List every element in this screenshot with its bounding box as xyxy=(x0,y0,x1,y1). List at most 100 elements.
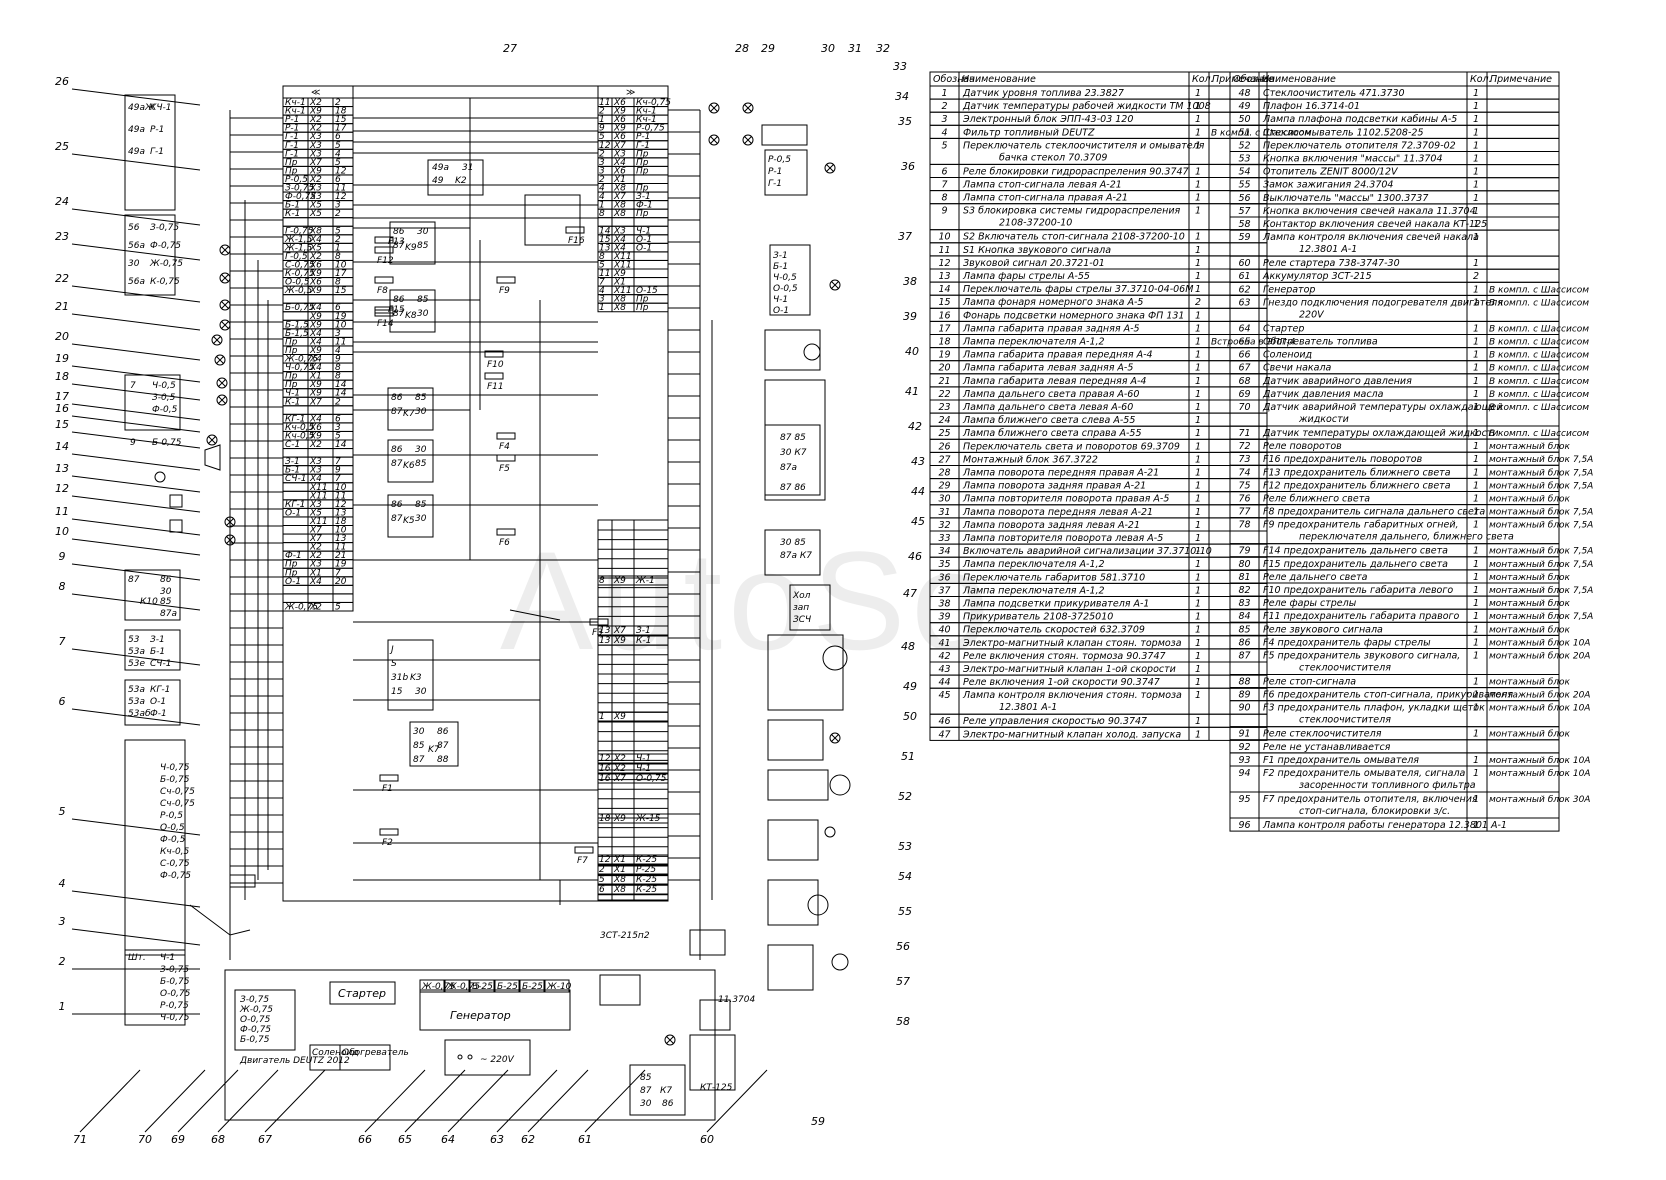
pin-number: 15 xyxy=(335,115,347,125)
lamp-icon xyxy=(742,102,754,114)
row-note: монтажный блок 7,5А xyxy=(1489,468,1593,478)
connector-id: X9 xyxy=(309,286,322,296)
pin-number: 3 xyxy=(335,201,341,211)
connector-id: X3 xyxy=(613,149,626,159)
row-name: Кнопка включения свечей накала 11.3704 xyxy=(1263,206,1476,217)
pin-label: 56а xyxy=(128,277,145,287)
pin-number: 10 xyxy=(335,260,347,270)
leader-line xyxy=(71,495,201,513)
socket-label: ~ 220V xyxy=(480,1055,515,1065)
leader-line xyxy=(527,1069,589,1133)
callout-number: 15 xyxy=(55,418,69,431)
leader-line xyxy=(79,1069,141,1133)
pin-number: 4 xyxy=(599,286,605,296)
lamp-cross xyxy=(710,104,718,112)
row-name: Лампа габарита левая задняя А-5 xyxy=(962,363,1133,374)
lamp-icon xyxy=(214,354,226,366)
pin-number: 13 xyxy=(335,508,347,518)
row-name: Реле не устанавливается xyxy=(1263,742,1391,753)
callout-number: 10 xyxy=(55,525,69,538)
connector-id: X4 xyxy=(309,337,322,347)
row-name: Лампа габарита левая передняя А-4 xyxy=(962,376,1146,387)
wire-code: Г-1 xyxy=(636,141,650,151)
row-name: Электронный блок ЭПП-43-03 120 xyxy=(962,114,1133,125)
callout-number: 19 xyxy=(55,352,69,365)
battery-label: 3СТ-215п2 xyxy=(600,931,650,941)
socket-block xyxy=(444,1039,531,1076)
callout-number: 68 xyxy=(211,1133,225,1146)
wire-code: З-1 xyxy=(636,192,651,202)
pin: 53аб xyxy=(128,709,151,719)
heater-block xyxy=(339,1044,391,1071)
callout-labels: 2625242322212019181716151413121110987654… xyxy=(55,42,925,1146)
pin-number: 10 xyxy=(335,320,347,330)
callout-number: 8 xyxy=(59,580,66,593)
row-name: Лампа переключателя А-1,2 xyxy=(962,585,1105,596)
callout-number: 26 xyxy=(55,75,69,88)
row-qty: 1 xyxy=(1473,101,1479,112)
wire-code: Б-1 xyxy=(773,262,788,272)
lamp-cross xyxy=(744,104,752,112)
relay-pin: 85 xyxy=(413,741,425,751)
row-qty: 1 xyxy=(1473,677,1479,688)
row-number: 56 xyxy=(1238,193,1250,204)
leader-line xyxy=(71,928,201,946)
row-name: Лампа поворота задняя левая А-21 xyxy=(962,520,1140,531)
relay-pin: 86 xyxy=(391,393,403,403)
fuse-icon xyxy=(379,774,399,782)
row-qty: 1 xyxy=(1473,729,1479,740)
row-qty: 1 xyxy=(1195,690,1201,701)
connector-id: X1 xyxy=(613,855,626,865)
row-note: В компл. с Шассисом xyxy=(1489,285,1589,295)
connector-id: X2 xyxy=(309,551,322,561)
connector-id: X2 xyxy=(309,175,322,185)
row-number: 80 xyxy=(1238,559,1250,570)
contactor-58 xyxy=(689,1034,736,1091)
connector-id: X2 xyxy=(309,98,322,108)
relay-name: K5 xyxy=(403,516,415,526)
wire-code: Ж-1,5 xyxy=(284,235,313,245)
row-name: Реле стеклоочистителя xyxy=(1263,729,1382,740)
callout-number: 43 xyxy=(911,455,925,468)
relay-6 xyxy=(124,569,181,621)
connector-id: X5 xyxy=(309,209,322,219)
row-number: 63 xyxy=(1238,297,1250,308)
row-name: 12.3801 А-1 xyxy=(999,702,1057,713)
dome-49 xyxy=(767,719,824,761)
row-number: 27 xyxy=(938,454,950,465)
connector-id: X3 xyxy=(309,184,322,194)
row-name: Генератор xyxy=(1263,284,1315,295)
row-qty: 1 xyxy=(1473,219,1479,230)
pin-number: 3 xyxy=(599,166,605,176)
callout-number: 24 xyxy=(55,195,69,208)
fuse-icon xyxy=(496,528,516,536)
connector-id: X1 xyxy=(613,175,626,185)
row-qty: 1 xyxy=(1473,297,1479,308)
relay-name: K7 xyxy=(428,745,440,755)
leader-line xyxy=(71,593,201,611)
callout-number: 47 xyxy=(903,587,917,600)
row-name: Лампа фонаря номерного знака А-5 xyxy=(962,297,1143,308)
wire-code: З-0,5 xyxy=(152,393,176,403)
wire-code: КЧ-1 xyxy=(150,103,172,113)
engine-sensors xyxy=(124,949,186,1026)
row-name: F2 предохранитель омывателя, сигнала xyxy=(1263,768,1466,779)
row-name: Реле блокировки гидрораспреления 90.3747 xyxy=(963,166,1189,177)
connector-row xyxy=(597,157,669,167)
lamp-icon xyxy=(216,377,228,389)
wire-code: Пр xyxy=(636,166,649,176)
connector-id: X3 xyxy=(309,457,322,467)
row-name: Стартер xyxy=(1263,323,1304,334)
gen-terminal xyxy=(469,979,495,993)
row-qty: 1 xyxy=(1195,101,1201,112)
callout-number: 66 xyxy=(358,1133,372,1146)
row-note: монтажный блок xyxy=(1489,442,1571,452)
row-name: Реле фары стрелы xyxy=(1263,598,1357,609)
fuse-label: F7 xyxy=(577,856,588,866)
connector-row xyxy=(597,165,669,176)
row-name: Гнездо подключения подогревателя двигате… xyxy=(1263,297,1503,308)
relay-pin: 30 85 xyxy=(780,538,806,548)
leader-line xyxy=(71,403,201,421)
